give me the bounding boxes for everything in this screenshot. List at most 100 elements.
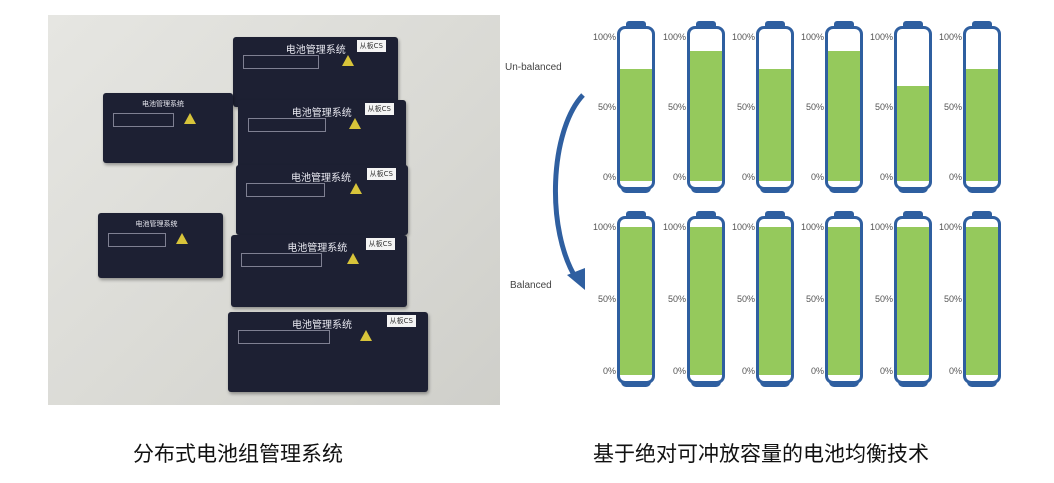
battery-base <box>691 382 721 387</box>
axis-tick-label: 50% <box>874 294 893 304</box>
small-bms-module: 电池管理系统 <box>103 93 233 163</box>
axis-tick-label: 100% <box>731 222 755 232</box>
balanced-label: Balanced <box>510 280 552 291</box>
axis-tick-label: 0% <box>672 366 686 376</box>
axis-tick-label: 0% <box>741 172 755 182</box>
axis-tick-label: 50% <box>667 102 686 112</box>
axis-tick-label: 0% <box>810 172 824 182</box>
warning-icon <box>341 55 354 66</box>
axis-tick-label: 50% <box>597 294 616 304</box>
battery-base <box>829 188 859 193</box>
battery-cell <box>963 216 1001 384</box>
right-caption: 基于绝对可冲放容量的电池均衡技术 <box>593 442 929 466</box>
module-tag: 从板CS <box>366 168 396 180</box>
axis-tick-label: 100% <box>731 32 755 42</box>
axis-tick-label: 100% <box>938 32 962 42</box>
charge-fill <box>759 69 791 181</box>
battery-cell <box>617 26 655 190</box>
battery-cell <box>894 216 932 384</box>
axis-tick-label: 100% <box>592 32 616 42</box>
battery-terminal <box>903 211 923 217</box>
charge-fill <box>620 69 652 181</box>
axis-tick-label: 0% <box>810 366 824 376</box>
axis-tick-label: 50% <box>943 294 962 304</box>
charge-fill <box>690 227 722 375</box>
battery-base <box>829 382 859 387</box>
axis-tick-label: 50% <box>874 102 893 112</box>
battery-base <box>691 188 721 193</box>
battery-terminal <box>903 21 923 27</box>
battery-terminal <box>696 211 716 217</box>
small-bms-module: 电池管理系统 <box>98 213 223 278</box>
battery-cell <box>687 216 725 384</box>
module-tag: 从板CS <box>364 103 394 115</box>
module-label: 电池管理系统 <box>135 220 178 228</box>
module-label: 电池管理系统 <box>142 100 184 108</box>
battery-cell <box>687 26 725 190</box>
module-label: 电池管理系统 <box>291 108 352 119</box>
axis-tick-label: 0% <box>672 172 686 182</box>
axis-tick-label: 50% <box>597 102 616 112</box>
battery-terminal <box>972 211 992 217</box>
battery-base <box>760 382 790 387</box>
transition-arrow-icon <box>552 93 585 290</box>
module-tag: 从板CS <box>365 238 395 250</box>
module-label: 电池管理系统 <box>292 320 352 331</box>
warning-icon <box>347 253 360 264</box>
axis-tick-label: 0% <box>602 172 616 182</box>
charge-fill <box>966 227 998 375</box>
axis-tick-label: 50% <box>667 294 686 304</box>
battery-base <box>967 382 997 387</box>
battery-terminal <box>834 21 854 27</box>
axis-tick-label: 100% <box>800 32 824 42</box>
battery-base <box>967 188 997 193</box>
axis-tick-label: 50% <box>805 102 824 112</box>
battery-terminal <box>765 21 785 27</box>
module-tag: 从板CS <box>356 40 386 52</box>
charge-fill <box>828 227 860 375</box>
battery-cell <box>963 26 1001 190</box>
bms-module: 电池管理系统 从板CS <box>228 312 428 392</box>
battery-cell <box>756 26 794 190</box>
battery-base <box>621 382 651 387</box>
battery-base <box>621 188 651 193</box>
battery-cell <box>894 26 932 190</box>
bms-module: 电池管理系统从板CS <box>233 37 398 107</box>
charge-fill <box>897 86 929 181</box>
left-caption: 分布式电池组管理系统 <box>133 442 343 466</box>
axis-tick-label: 0% <box>602 366 616 376</box>
unbalanced-label: Un-balanced <box>505 62 562 73</box>
charge-fill <box>828 51 860 181</box>
axis-tick-label: 0% <box>948 172 962 182</box>
warning-icon <box>175 233 188 244</box>
battery-terminal <box>834 211 854 217</box>
axis-tick-label: 100% <box>662 222 686 232</box>
battery-base <box>760 188 790 193</box>
battery-cell <box>756 216 794 384</box>
battery-base <box>898 382 928 387</box>
battery-cell <box>825 216 863 384</box>
axis-tick-label: 100% <box>800 222 824 232</box>
battery-terminal <box>626 211 646 217</box>
axis-tick-label: 100% <box>869 222 893 232</box>
axis-tick-label: 0% <box>879 172 893 182</box>
module-label: 电池管理系统 <box>291 173 352 184</box>
charge-fill <box>620 227 652 375</box>
bms-module: 电池管理系统从板CS <box>231 235 407 307</box>
battery-terminal <box>765 211 785 217</box>
module-label: 电池管理系统 <box>285 45 346 56</box>
axis-tick-label: 50% <box>943 102 962 112</box>
charge-fill <box>690 51 722 181</box>
battery-cell <box>825 26 863 190</box>
axis-tick-label: 100% <box>938 222 962 232</box>
axis-tick-label: 0% <box>948 366 962 376</box>
battery-terminal <box>972 21 992 27</box>
axis-tick-label: 50% <box>736 102 755 112</box>
warning-icon <box>183 113 196 124</box>
axis-tick-label: 100% <box>592 222 616 232</box>
battery-terminal <box>696 21 716 27</box>
module-tag: 从板CS <box>386 315 416 327</box>
axis-tick-label: 100% <box>662 32 686 42</box>
